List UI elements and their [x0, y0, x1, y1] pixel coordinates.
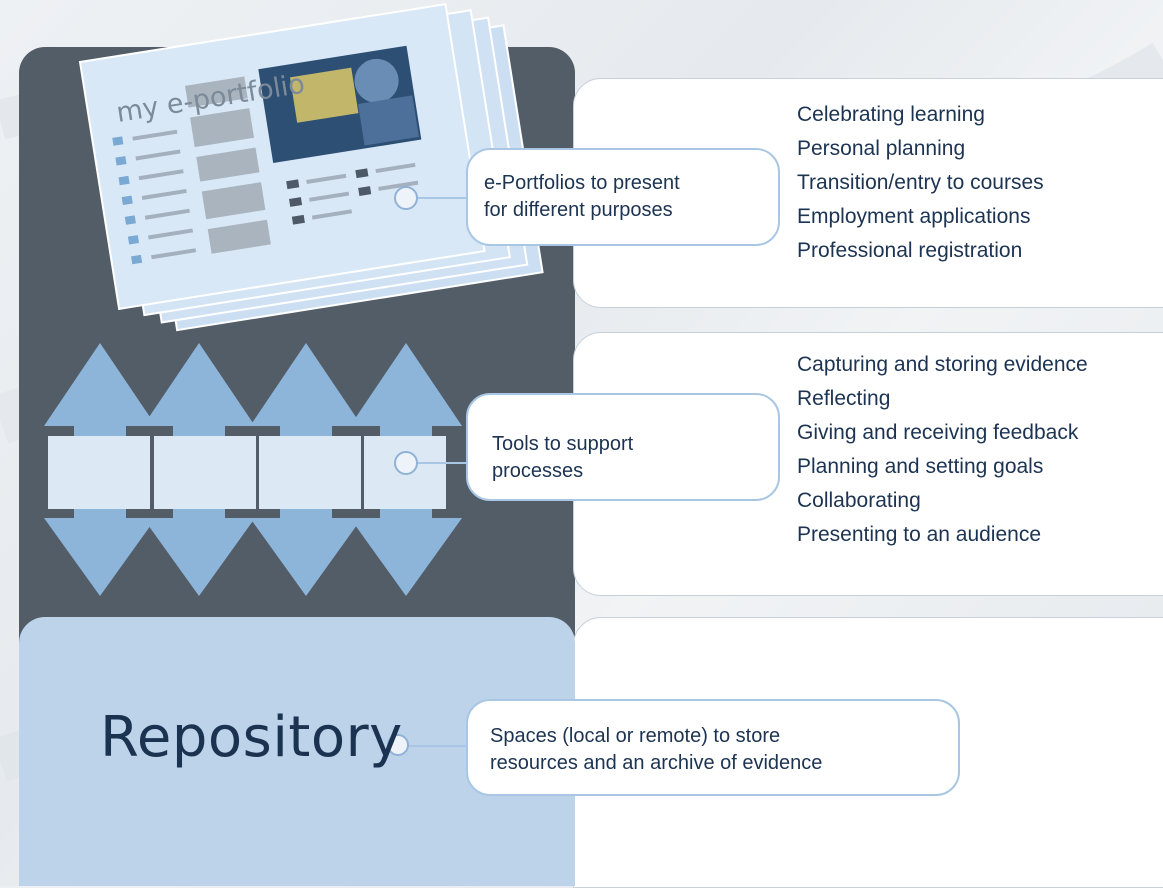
repository-bubble-line-2: resources and an archive of evidence — [490, 752, 823, 774]
presentation-purposes-list: Celebrating learning Personal planning T… — [797, 98, 1044, 268]
present-bubble-line-2: for different purposes — [484, 199, 673, 221]
repository-label: Repository — [100, 705, 403, 770]
tools-bubble-line-1: Tools to support — [492, 433, 634, 455]
process-tools-list: Capturing and storing evidence Reflectin… — [797, 348, 1088, 552]
list-item: Employment applications — [797, 205, 1031, 228]
connector-present — [418, 197, 468, 199]
connector-repository — [408, 745, 468, 747]
connector-node-repository — [387, 734, 409, 756]
list-item: Planning and setting goals — [797, 455, 1044, 478]
list-item: Professional registration — [797, 239, 1023, 262]
list-item: Collaborating — [797, 489, 921, 512]
present-bubble-line-1: e-Portfolios to present — [484, 172, 680, 194]
connector-node-present — [394, 186, 418, 210]
tools-bubble-line-2: processes — [492, 460, 584, 482]
list-item: Giving and receiving feedback — [797, 421, 1079, 444]
repository-bubble-line-1: Spaces (local or remote) to store — [490, 725, 781, 747]
connector-tools — [418, 462, 468, 464]
tools-panel — [573, 332, 1163, 596]
list-item: Personal planning — [797, 137, 966, 160]
list-item: Capturing and storing evidence — [797, 353, 1088, 376]
list-item: Reflecting — [797, 387, 891, 410]
tools-processes-bubble: Tools to support processes — [466, 393, 780, 501]
list-item: Presenting to an audience — [797, 523, 1042, 546]
present-purposes-bubble: e-Portfolios to present for different pu… — [466, 148, 780, 246]
repository-spaces-bubble: Spaces (local or remote) to store resour… — [466, 699, 960, 796]
list-item: Transition/entry to courses — [797, 171, 1044, 194]
connector-node-tools — [394, 451, 418, 475]
list-item: Celebrating learning — [797, 103, 985, 126]
